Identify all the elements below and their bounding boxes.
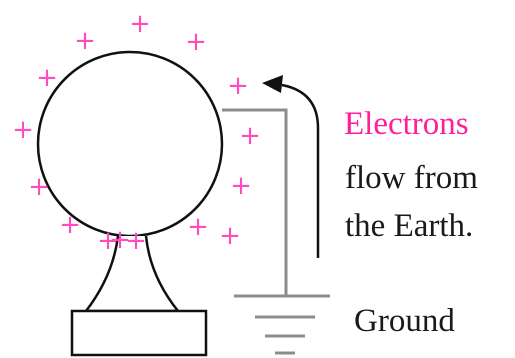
positive-charge-2: + (74, 26, 96, 56)
electrons-label: Electrons (344, 106, 469, 142)
sphere-stand-base (70, 309, 208, 357)
positive-charge-11: + (187, 212, 209, 242)
positive-charge-10: + (59, 210, 81, 240)
positive-charge-9: + (230, 171, 252, 201)
positive-charge-7: + (239, 121, 261, 151)
positive-charge-13: + (125, 226, 147, 256)
positive-charge-14: + (97, 226, 119, 256)
ground-symbol (234, 294, 330, 355)
positive-charge-8: + (28, 172, 50, 202)
positive-charges: +++++++++++++++ (12, 9, 261, 256)
conducting-sphere (36, 50, 224, 238)
flow-from-label: flow from (345, 160, 478, 196)
electron-flow-arrowhead (262, 75, 283, 93)
ground-label: Ground (354, 303, 455, 339)
ground-wire (222, 108, 288, 296)
the-earth-label: the Earth. (345, 208, 474, 244)
positive-charge-4: + (36, 63, 58, 93)
electron-flow-arrow (281, 83, 320, 258)
positive-charge-12: + (109, 225, 131, 255)
positive-charge-3: + (185, 27, 207, 57)
positive-charge-1: + (129, 9, 151, 39)
positive-charge-15: + (219, 221, 241, 251)
positive-charge-6: + (12, 115, 34, 145)
positive-charge-5: + (227, 71, 249, 101)
